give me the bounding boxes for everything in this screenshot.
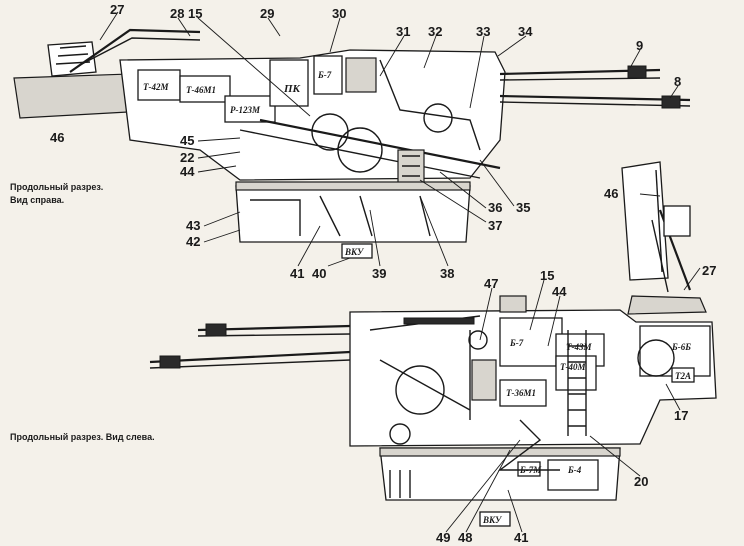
callout-15-bottom: 15 xyxy=(540,268,554,283)
block-labels: Т-42М Т-46М1 Р-123М ПК Б-7 ВКУ Б-7 Т-43М… xyxy=(143,70,691,525)
callout-46-left: 46 xyxy=(50,130,64,145)
callout-15-top: 15 xyxy=(188,6,202,21)
caption-right-view-line1: Продольный разрез. xyxy=(10,182,103,192)
callout-31: 31 xyxy=(396,24,410,39)
callout-numbers: 27 28 15 29 30 31 32 33 34 9 8 46 45 22 … xyxy=(50,2,716,545)
callout-17: 17 xyxy=(674,408,688,423)
left-view-drawing xyxy=(149,295,717,527)
callout-39: 39 xyxy=(372,266,386,281)
callout-40: 40 xyxy=(312,266,326,281)
callout-43: 43 xyxy=(186,218,200,233)
callout-8: 8 xyxy=(674,74,681,89)
callout-27-top: 27 xyxy=(110,2,124,17)
callout-48: 48 xyxy=(458,530,472,545)
block-label-b4: Б-4 xyxy=(567,465,582,475)
right-view-drawing xyxy=(13,28,691,259)
block-label-b7-bottom: Б-7 xyxy=(509,338,524,348)
callout-29: 29 xyxy=(260,6,274,21)
callout-38: 38 xyxy=(440,266,454,281)
callout-35: 35 xyxy=(516,200,530,215)
block-label-vku-top: ВКУ xyxy=(344,247,365,257)
block-label-t43m: Т-43М xyxy=(566,342,592,352)
callout-22: 22 xyxy=(180,150,194,165)
caption-right-view-line2: Вид справа. xyxy=(10,195,64,205)
block-label-t36m1: Т-36М1 xyxy=(506,388,536,398)
callout-47: 47 xyxy=(484,276,498,291)
callout-30: 30 xyxy=(332,6,346,21)
caption-left-view: Продольный разрез. Вид слева. xyxy=(10,432,155,442)
block-label-b6b: Б-6Б xyxy=(671,342,691,352)
block-label-t2a: Т2А xyxy=(675,371,691,381)
block-label-b7m: Б-7М xyxy=(519,465,542,475)
callout-32: 32 xyxy=(428,24,442,39)
callout-34: 34 xyxy=(518,24,533,39)
callout-9: 9 xyxy=(636,38,643,53)
block-label-r123m: Р-123М xyxy=(230,105,261,115)
callout-28: 28 xyxy=(170,6,184,21)
block-label-t40m: Т-40М xyxy=(560,362,586,372)
block-label-b7-top: Б-7 xyxy=(317,70,332,80)
callout-45: 45 xyxy=(180,133,194,148)
callout-41-bottom: 41 xyxy=(514,530,528,545)
callout-27-right: 27 xyxy=(702,263,716,278)
callout-41-top: 41 xyxy=(290,266,304,281)
callout-44-bottom: 44 xyxy=(552,284,567,299)
callout-20: 20 xyxy=(634,474,648,489)
callout-42: 42 xyxy=(186,234,200,249)
block-label-t46m1: Т-46М1 xyxy=(186,85,216,95)
captions: Продольный разрез. Вид справа. Продольны… xyxy=(10,182,155,442)
block-label-pk: ПК xyxy=(283,83,301,95)
callout-49: 49 xyxy=(436,530,450,545)
leader-lines xyxy=(99,11,701,533)
block-label-t42m: Т-42М xyxy=(143,82,169,92)
side-antenna-drawing xyxy=(621,161,707,315)
block-label-vku-bottom: ВКУ xyxy=(482,515,503,525)
callout-44-top: 44 xyxy=(180,164,195,179)
callout-36: 36 xyxy=(488,200,502,215)
callout-33: 33 xyxy=(476,24,490,39)
callout-46-right: 46 xyxy=(604,186,618,201)
callout-37: 37 xyxy=(488,218,502,233)
